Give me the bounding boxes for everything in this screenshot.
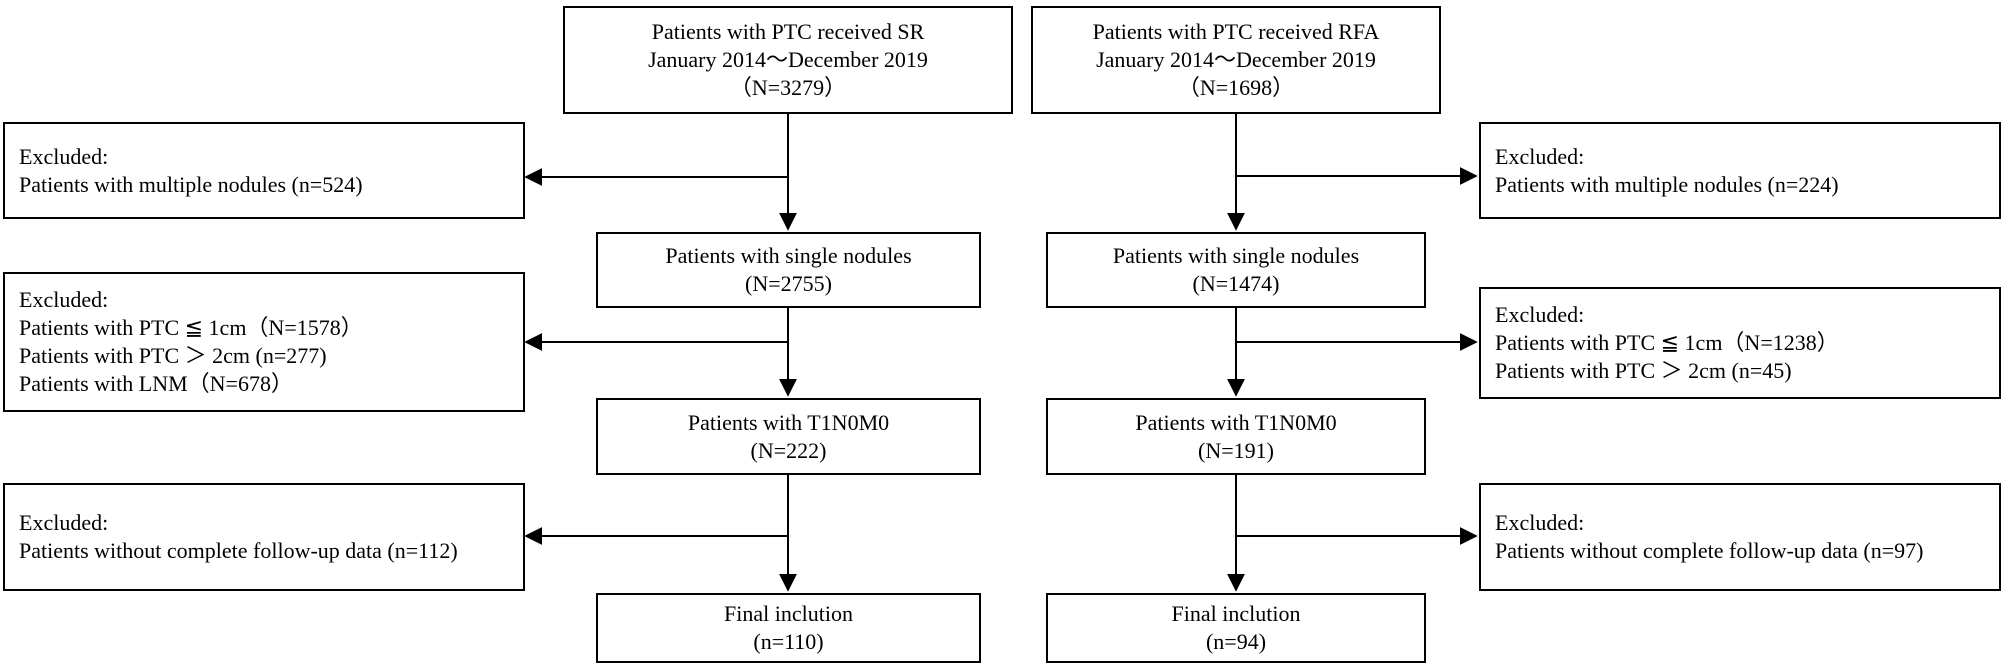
sr-excl2-line-2: Patients with PTC ≦ 1cm（N=1578）: [19, 315, 363, 340]
rfa-excl2-line-3: Patients with PTC ＞ 2cm (n=45): [1495, 358, 1792, 383]
sr-excl2-line-3: Patients with PTC ＞ 2cm (n=277): [19, 343, 327, 368]
rfa-excl2-line-2: Patients with PTC ≦ 1cm（N=1238）: [1495, 330, 1839, 355]
rfa-single-line-1: Patients with single nodules: [1112, 243, 1360, 268]
sr-start-line-2: January 2014～December 2019: [648, 47, 928, 72]
rfa-start-line-3: （N=1698）: [1177, 75, 1295, 100]
rfa-excl3-line-2: Patients without complete follow-up data…: [1495, 538, 1924, 563]
sr-t1-line-1: Patients with T1N0M0: [687, 409, 890, 435]
sr-final-box: Final inclution (n=110): [596, 593, 981, 663]
sr-start-line-3: （N=3279）: [729, 75, 847, 100]
sr-excluded-multiple-box: Excluded: Patients with multiple nodules…: [3, 122, 525, 219]
rfa-t1n0m0-box: Patients with T1N0M0 (N=191): [1046, 398, 1426, 475]
rfa-excluded-size-box: Excluded: Patients with PTC ≦ 1cm（N=1238…: [1479, 287, 2001, 399]
sr-excl3-line-2: Patients without complete follow-up data…: [19, 538, 458, 563]
rfa-excl3-line-1: Excluded:: [1495, 510, 1585, 535]
rfa-final-line-1: Final inclution: [1171, 601, 1301, 626]
rfa-final-box: Final inclution (n=94): [1046, 593, 1426, 663]
sr-excluded-size-lnm-box: Excluded: Patients with PTC ≦ 1cm（N=1578…: [3, 272, 525, 412]
sr-t1n0m0-box: Patients with T1N0M0 (N=222): [596, 398, 981, 475]
rfa-t1-line-1: Patients with T1N0M0: [1135, 409, 1337, 435]
sr-start-box: Patients with PTC received SR January 20…: [563, 6, 1013, 114]
sr-single-line-2: (N=2755): [745, 271, 832, 296]
sr-excl2-line-1: Excluded:: [19, 287, 109, 312]
rfa-single-nodules-box: Patients with single nodules (N=1474): [1046, 232, 1426, 308]
rfa-start-line-2: January 2014～December 2019: [1096, 47, 1376, 72]
sr-excl1-line-1: Excluded:: [19, 143, 109, 169]
rfa-start-box: Patients with PTC received RFA January 2…: [1031, 6, 1441, 114]
rfa-excl2-line-1: Excluded:: [1495, 302, 1585, 327]
rfa-excl1-line-1: Excluded:: [1495, 143, 1585, 169]
sr-excl1-line-2: Patients with multiple nodules (n=524): [19, 171, 363, 197]
sr-start-line-1: Patients with PTC received SR: [651, 19, 925, 44]
rfa-start-line-1: Patients with PTC received RFA: [1092, 19, 1380, 44]
rfa-excluded-followup-box: Excluded: Patients without complete foll…: [1479, 483, 2001, 591]
rfa-t1-line-2: (N=191): [1198, 437, 1274, 463]
rfa-excl1-line-2: Patients with multiple nodules (n=224): [1495, 171, 1839, 197]
sr-single-nodules-box: Patients with single nodules (N=2755): [596, 232, 981, 308]
sr-final-line-1: Final inclution: [724, 601, 853, 626]
sr-final-line-2: (n=110): [753, 629, 824, 654]
sr-excluded-followup-box: Excluded: Patients without complete foll…: [3, 483, 525, 591]
rfa-single-line-2: (N=1474): [1192, 271, 1280, 296]
rfa-final-line-2: (n=94): [1205, 629, 1267, 654]
rfa-excluded-multiple-box: Excluded: Patients with multiple nodules…: [1479, 122, 2001, 219]
sr-excl3-line-1: Excluded:: [19, 510, 109, 535]
sr-t1-line-2: (N=222): [750, 437, 827, 463]
sr-single-line-1: Patients with single nodules: [665, 243, 912, 268]
sr-excl2-line-4: Patients with LNM（N=678）: [19, 371, 293, 396]
